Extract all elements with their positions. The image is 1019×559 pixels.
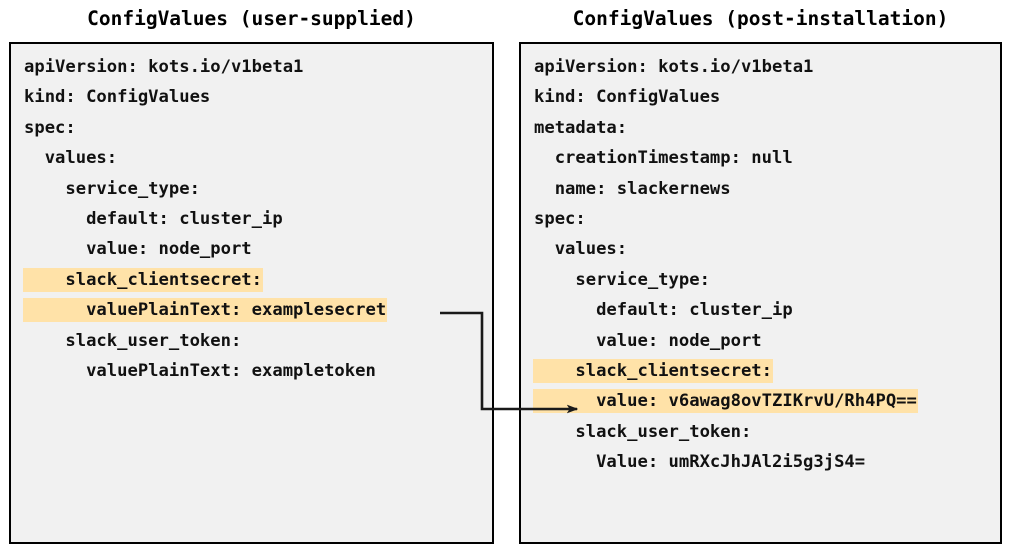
yaml-line: metadata: — [521, 113, 918, 143]
configvalues-panel-post-installation: apiVersion: kots.io/v1beta1 kind: ConfigV… — [519, 42, 1002, 544]
yaml-line: values: — [521, 234, 918, 264]
yaml-line-text: metadata: — [534, 117, 628, 138]
yaml-line-text: value: node_port — [534, 330, 762, 351]
yaml-line: slack_user_token: — [11, 326, 387, 356]
yaml-line: value: node_port — [521, 326, 918, 356]
yaml-line-text: slack_user_token: — [24, 330, 242, 351]
yaml-line-text: kind: ConfigValues — [24, 87, 211, 108]
yaml-line-text: values: — [534, 239, 628, 260]
yaml-line: apiVersion: kots.io/v1beta1 — [521, 52, 918, 82]
yaml-line: value: node_port — [11, 234, 387, 264]
yaml-line: service_type: — [521, 265, 918, 295]
yaml-line-text: slack_clientsecret: — [23, 267, 263, 292]
yaml-line: creationTimestamp: null — [521, 143, 918, 173]
yaml-line-text: valuePlainText: examplesecret — [23, 298, 388, 323]
yaml-line-text: kind: ConfigValues — [534, 87, 721, 108]
panel-title-post-installation: ConfigValues (post-installation) — [572, 7, 949, 30]
yaml-line: service_type: — [11, 174, 387, 204]
yaml-line: name: slackernews — [521, 174, 918, 204]
yaml-code-block-user-supplied: apiVersion: kots.io/v1beta1 kind: ConfigV… — [11, 44, 388, 386]
yaml-line-text: service_type: — [24, 178, 200, 199]
yaml-line-text: apiVersion: kots.io/v1beta1 — [24, 57, 304, 77]
yaml-line: valuePlainText: examplesecret — [11, 295, 388, 325]
yaml-line: kind: ConfigValues — [11, 82, 387, 112]
yaml-line-text: slack_user_token: — [534, 421, 752, 442]
yaml-line-text: default: cluster_ip — [24, 208, 283, 229]
yaml-line-text: spec: — [24, 117, 76, 138]
yaml-line: valuePlainText: exampletoken — [11, 356, 387, 386]
yaml-line-text: creationTimestamp: null — [534, 148, 793, 169]
yaml-line-text: Value: umRXcJhJAl2i5g3jS4= — [534, 452, 866, 473]
configvalues-panel-user-supplied: apiVersion: kots.io/v1beta1 kind: ConfigV… — [9, 42, 494, 544]
panel-title-user-supplied: ConfigValues (user-supplied) — [87, 7, 416, 30]
yaml-line-text: default: cluster_ip — [534, 300, 793, 321]
yaml-line-text: value: v6awag8ovTZIKrvU/Rh4PQ== — [533, 389, 918, 414]
yaml-line: slack_clientsecret: — [11, 265, 387, 295]
yaml-line-text: apiVersion: kots.io/v1beta1 — [534, 57, 814, 77]
yaml-line: kind: ConfigValues — [521, 82, 918, 112]
yaml-line: spec: — [521, 204, 918, 234]
yaml-line: default: cluster_ip — [11, 204, 387, 234]
yaml-code-block-post-installation: apiVersion: kots.io/v1beta1 kind: ConfigV… — [521, 44, 918, 477]
yaml-line-text: valuePlainText: exampletoken — [24, 360, 376, 381]
yaml-line: spec: — [11, 113, 387, 143]
yaml-line: slack_clientsecret: — [521, 356, 918, 386]
yaml-line: apiVersion: kots.io/v1beta1 — [11, 52, 387, 82]
yaml-line-text: spec: — [534, 208, 586, 229]
yaml-line: Value: umRXcJhJAl2i5g3jS4= — [521, 447, 918, 477]
yaml-line-text: value: node_port — [24, 239, 252, 260]
yaml-line-text: name: slackernews — [534, 178, 731, 199]
yaml-line-text: slack_clientsecret: — [533, 358, 773, 383]
yaml-line: slack_user_token: — [521, 417, 918, 447]
yaml-line: values: — [11, 143, 387, 173]
yaml-line: default: cluster_ip — [521, 295, 918, 325]
yaml-line-text: service_type: — [534, 269, 710, 290]
yaml-line: value: v6awag8ovTZIKrvU/Rh4PQ== — [521, 386, 918, 416]
yaml-line-text: values: — [24, 148, 118, 169]
